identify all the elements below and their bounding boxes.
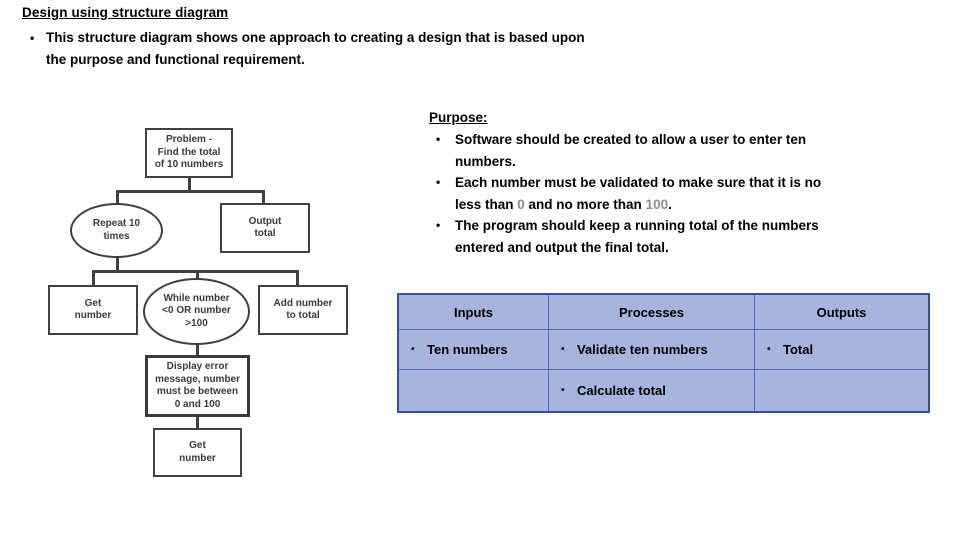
table-header-processes: Processes [549, 295, 755, 330]
diagram-node-add-number: Add number to total [258, 285, 348, 335]
bullet-icon: • [436, 175, 441, 190]
connector-line [116, 190, 119, 206]
diagram-node-problem: Problem - Find the total of 10 numbers [145, 128, 233, 178]
cell-text: Total [783, 342, 814, 357]
purpose-bullet-2-text: Each number must be validated to make su… [455, 172, 821, 215]
node-text: 0 and 100 [174, 398, 221, 410]
bullet-icon: • [561, 344, 565, 355]
node-text: Get [84, 297, 102, 309]
node-text: Add number [273, 297, 333, 309]
connector-line [296, 270, 299, 288]
table-cell-processes-row2: • Calculate total [549, 370, 755, 411]
node-text: While number [163, 292, 230, 304]
connector-line [116, 190, 265, 193]
connector-line [196, 270, 199, 282]
node-text: number [179, 452, 216, 464]
purpose-number: 100 [645, 196, 669, 212]
cell-text: Calculate total [577, 383, 666, 398]
purpose-line: The program should keep a running total … [455, 218, 819, 234]
purpose-bullet-3: • The program should keep a running tota… [429, 215, 897, 258]
node-text: >100 [185, 317, 208, 329]
purpose-line: Software should be created to allow a us… [455, 132, 807, 147]
intro-text: This structure diagram shows one approac… [46, 27, 585, 71]
bullet-icon: • [436, 132, 441, 146]
node-text: Display error [166, 361, 229, 372]
diagram-node-repeat-loop: Repeat 10 times [70, 203, 163, 258]
node-text: <0 OR number [162, 305, 231, 317]
bullet-icon: • [30, 31, 35, 45]
cell-text: Ten numbers [427, 342, 508, 357]
node-text: number [74, 310, 112, 321]
node-text: message, number [154, 373, 241, 385]
purpose-bullet-2: • Each number must be validated to make … [429, 172, 897, 215]
purpose-bullet-1: • Software should be created to allow a … [429, 129, 897, 172]
connector-line [92, 270, 299, 273]
table-header-inputs: Inputs [399, 295, 549, 330]
bullet-icon: • [561, 385, 565, 396]
diagram-node-display-error: Display error message, number must be be… [145, 355, 250, 417]
node-text: total [254, 228, 276, 239]
table-header-outputs: Outputs [755, 295, 928, 330]
cell-text: Validate ten numbers [577, 342, 708, 357]
purpose-section: Purpose: • Software should be created to… [429, 107, 897, 259]
structure-diagram: Problem - Find the total of 10 numbers R… [40, 115, 360, 485]
io-table: Inputs Processes Outputs • Ten numbers •… [397, 293, 930, 413]
node-text: of 10 numbers [154, 159, 224, 171]
diagram-node-get-number-2: Get number [153, 428, 242, 477]
purpose-line-segment: less than [455, 196, 518, 212]
purpose-heading: Purpose: [429, 110, 488, 125]
bullet-icon: • [436, 218, 441, 233]
node-text: Repeat 10 [92, 218, 141, 229]
connector-line [92, 270, 95, 288]
bullet-icon: • [767, 344, 771, 355]
node-text: Get [189, 440, 206, 451]
table-cell-processes-row1: • Validate ten numbers [549, 330, 755, 370]
node-text: Find the total [157, 146, 221, 158]
purpose-bullet-3-text: The program should keep a running total … [455, 215, 819, 258]
table-cell-outputs-row1: • Total [755, 330, 928, 370]
purpose-line-segment: . [668, 196, 672, 212]
node-text: must be between [156, 386, 239, 397]
table-cell-inputs-row2 [399, 370, 549, 411]
intro-line-1: This structure diagram shows one approac… [46, 30, 585, 45]
connector-line [188, 176, 191, 193]
table-cell-outputs-row2 [755, 370, 928, 411]
purpose-line: entered and output the final total. [455, 239, 669, 255]
connector-line [116, 256, 119, 273]
purpose-number: 0 [517, 196, 525, 212]
purpose-line: Each number must be validated to make su… [455, 175, 822, 191]
purpose-bullet-1-text: Software should be created to allow a us… [455, 129, 806, 172]
node-text: to total [286, 310, 320, 321]
diagram-node-while-condition: While number <0 OR number >100 [143, 278, 250, 345]
intro-bullet: • This structure diagram shows one appro… [30, 27, 585, 71]
page-title: Design using structure diagram [22, 5, 229, 20]
connector-line [196, 343, 199, 357]
diagram-node-get-number-1: Get number [48, 285, 138, 335]
table-cell-inputs-row1: • Ten numbers [399, 330, 549, 370]
connector-line [262, 190, 265, 206]
purpose-line: numbers. [455, 153, 516, 169]
intro-line-2: the purpose and functional requirement. [46, 52, 305, 67]
node-text: Problem - [165, 134, 213, 146]
diagram-node-output-total: Output total [220, 203, 310, 253]
bullet-icon: • [411, 344, 415, 355]
node-text: times [103, 230, 130, 242]
node-text: Output [248, 215, 282, 227]
purpose-line-segment: and no more than [524, 196, 646, 212]
connector-line [196, 415, 199, 430]
